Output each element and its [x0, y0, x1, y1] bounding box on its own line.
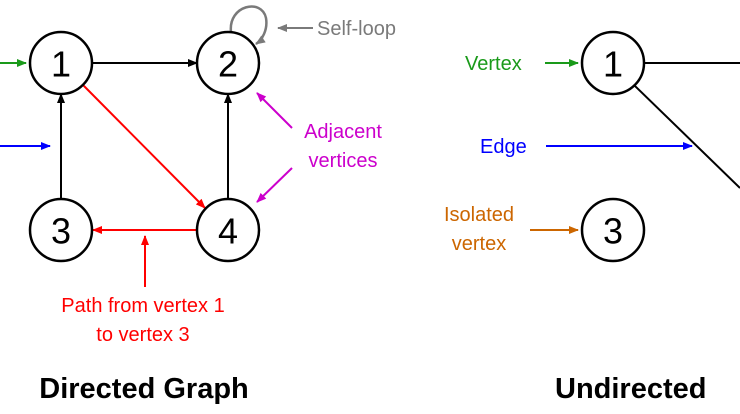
adjacent-pointer-to-4 — [256, 167, 293, 203]
node-label: 3 — [603, 211, 623, 252]
isolated-label-line1: Isolated — [444, 204, 514, 226]
undirected-graph: 1 3 Vertex Edge Isolated vertex Undirect… — [444, 30, 740, 405]
edge-1-to-4 — [82, 84, 206, 209]
directed-graph: 1 2 3 4 Self-loop Adjacent vertices Path… — [0, 5, 396, 405]
undirected-node-1: 1 — [580, 30, 646, 96]
node-label: 1 — [51, 44, 71, 85]
node-label: 4 — [218, 211, 238, 252]
self-loop-label: Self-loop — [317, 18, 396, 40]
undirected-edge-diagonal — [633, 84, 740, 189]
adjacent-label-line1: Adjacent — [304, 121, 382, 143]
directed-node-4: 4 — [195, 197, 261, 263]
undirected-node-3: 3 — [580, 197, 646, 263]
node-label: 2 — [218, 44, 238, 85]
undirected-graph-title: Undirected — [555, 373, 706, 405]
directed-node-3: 3 — [28, 197, 94, 263]
adjacent-pointer-to-2 — [256, 92, 293, 129]
directed-node-1: 1 — [28, 30, 94, 96]
vertex-label: Vertex — [465, 53, 522, 75]
isolated-label-line2: vertex — [452, 233, 506, 255]
edge-label: Edge — [480, 136, 527, 158]
self-loop-arc — [229, 5, 268, 46]
path-label-line2: to vertex 3 — [96, 324, 189, 346]
path-label-line1: Path from vertex 1 — [61, 295, 224, 317]
node-label: 1 — [603, 44, 623, 85]
directed-graph-title: Directed Graph — [39, 373, 249, 405]
node-label: 3 — [51, 211, 71, 252]
directed-node-2: 2 — [195, 30, 261, 96]
adjacent-label-line2: vertices — [309, 150, 378, 172]
